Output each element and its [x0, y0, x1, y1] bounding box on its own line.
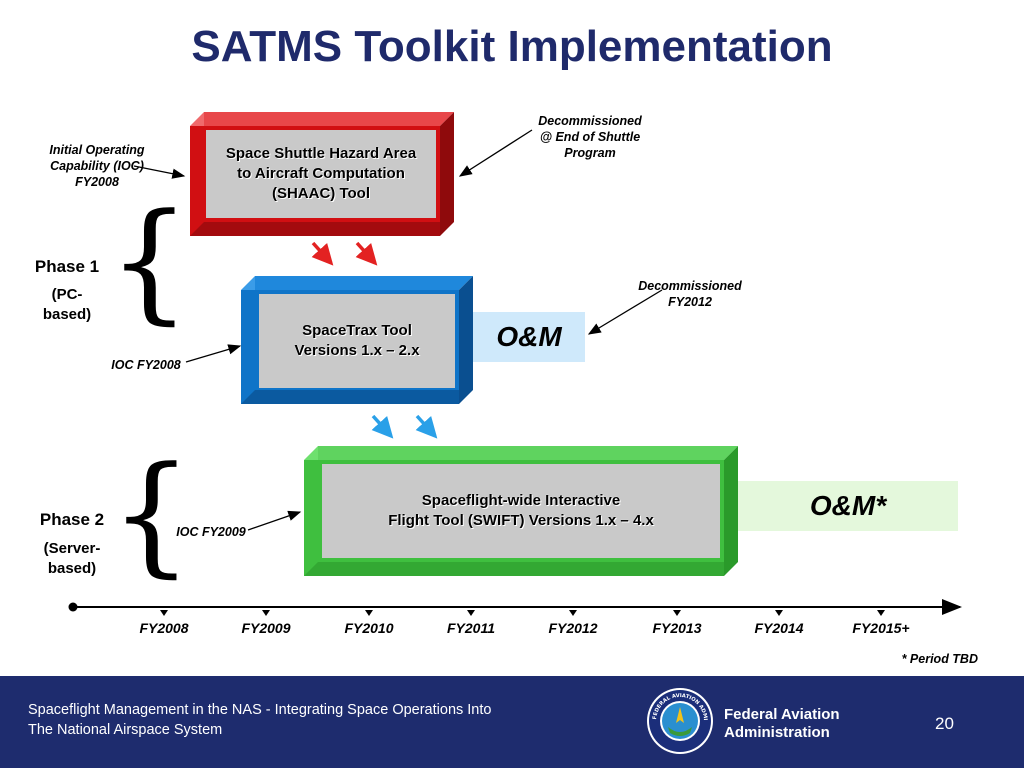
decommissioned-shuttle-text: Decommissioned @ End of Shuttle Program [538, 114, 642, 160]
phase-2-sub: (Server- based) [43, 540, 101, 577]
timeline-tick-fy2008 [160, 610, 168, 616]
ioc-initial-text: Initial Operating Capability (IOC) FY200… [49, 143, 145, 189]
swift-om-band: O&M* [738, 481, 958, 531]
timeline-label-fy2014: FY2014 [754, 620, 804, 636]
arrow-ioc-initial [133, 165, 186, 179]
arrow-ioc-2008 [185, 344, 242, 363]
arrow-decom-shuttle [458, 129, 533, 177]
swift-om-label: O&M* [809, 490, 887, 521]
ioc-initial-note: Initial Operating Capability (IOC) FY200… [30, 126, 164, 190]
shaac-tool-box: Space Shuttle Hazard Area to Aircraft Co… [190, 112, 454, 236]
timeline-label-fy2010: FY2010 [344, 620, 394, 636]
shaac-tool-label-area: Space Shuttle Hazard Area to Aircraft Co… [206, 130, 436, 218]
phase-2-brace: { [110, 438, 193, 590]
timeline-tick-fy2013 [673, 610, 681, 616]
ioc-fy2009-note: IOC FY2009 [176, 525, 246, 539]
phase-1-label: Phase 1 [34, 257, 100, 276]
connector-arrows [68, 129, 962, 616]
timeline-tick-fy2011 [467, 610, 475, 616]
period-tbd-note: * Period TBD [901, 652, 978, 666]
timeline-label-fy2015plus: FY2015+ [852, 620, 910, 636]
faa-agency-name: Federal Aviation Administration [724, 706, 840, 741]
timeline-tick-fy2014 [775, 610, 783, 616]
ioc-fy2008-note: IOC FY2008 [111, 358, 181, 372]
phase-2-label: Phase 2 [39, 510, 105, 529]
footer-bar [0, 676, 1024, 768]
red-arrow-1 [311, 241, 334, 266]
timeline-label-fy2011: FY2011 [447, 620, 495, 636]
blue-arrow-1 [371, 414, 394, 439]
timeline-label-fy2013: FY2013 [652, 620, 702, 636]
phase-1-brace: { [108, 185, 191, 337]
timeline-label-fy2008: FY2008 [139, 620, 189, 636]
swift-tool-box: Spaceflight-wide Interactive Flight Tool… [304, 446, 738, 576]
page-title: SATMS Toolkit Implementation [191, 22, 833, 71]
phase-1-sub: (PC- based) [42, 286, 92, 323]
page-number: 20 [935, 714, 954, 733]
timeline-tick-fy2012 [569, 610, 577, 616]
decommissioned-fy2012-note: Decommissioned FY2012 [630, 262, 750, 310]
decommissioned-shuttle-note: Decommissioned @ End of Shuttle Program [520, 97, 660, 161]
timeline-label-fy2012: FY2012 [548, 620, 598, 636]
timeline-ticks [160, 610, 885, 616]
red-arrow-2 [355, 241, 378, 266]
timeline-tick-fy2009 [262, 610, 270, 616]
shaac-tool-label: Space Shuttle Hazard Area to Aircraft Co… [225, 145, 417, 202]
timeline-label-fy2009: FY2009 [241, 620, 291, 636]
spacetrax-tool-box: SpaceTrax Tool Versions 1.x – 2.x [241, 276, 473, 404]
spacetrax-om-label: O&M [496, 321, 562, 352]
swift-tool-label-area: Spaceflight-wide Interactive Flight Tool… [322, 464, 720, 558]
faa-seal-logo: FEDERAL AVIATION ADMINISTRATION [644, 683, 714, 755]
timeline-tick-fy2010 [365, 610, 373, 616]
spacetrax-tool-label-area: SpaceTrax Tool Versions 1.x – 2.x [259, 294, 455, 388]
decommissioned-fy2012-text: Decommissioned FY2012 [638, 279, 742, 309]
footer-title: Spaceflight Management in the NAS - Inte… [28, 702, 492, 738]
arrow-ioc-2009 [247, 510, 302, 531]
swift-tool-label: Spaceflight-wide Interactive Flight Tool… [388, 492, 654, 529]
spacetrax-om-band: O&M [473, 312, 585, 362]
spacetrax-tool-label: SpaceTrax Tool Versions 1.x – 2.x [294, 322, 420, 359]
arrow-decom-2012 [587, 289, 663, 335]
timeline-tick-fy2015plus [877, 610, 885, 616]
blue-arrow-2 [415, 414, 438, 439]
